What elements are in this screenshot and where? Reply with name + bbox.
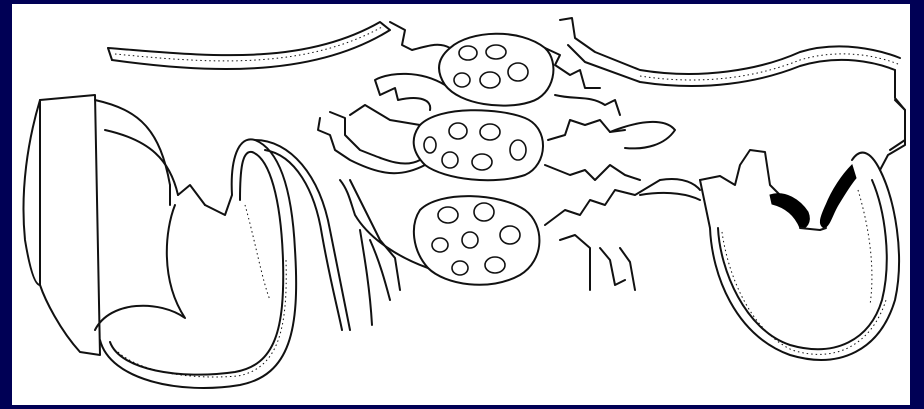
acinar-lobule-bottom (414, 196, 540, 285)
acinar-lobule-middle (414, 110, 543, 180)
right-sac-with-dark-valves (700, 100, 905, 360)
anatomical-line-drawing (12, 4, 910, 405)
drawing-panel (12, 4, 910, 405)
left-stomach-sac (23, 95, 205, 355)
left-pyloric-segment (95, 139, 350, 388)
acinar-lobule-top (439, 34, 553, 106)
